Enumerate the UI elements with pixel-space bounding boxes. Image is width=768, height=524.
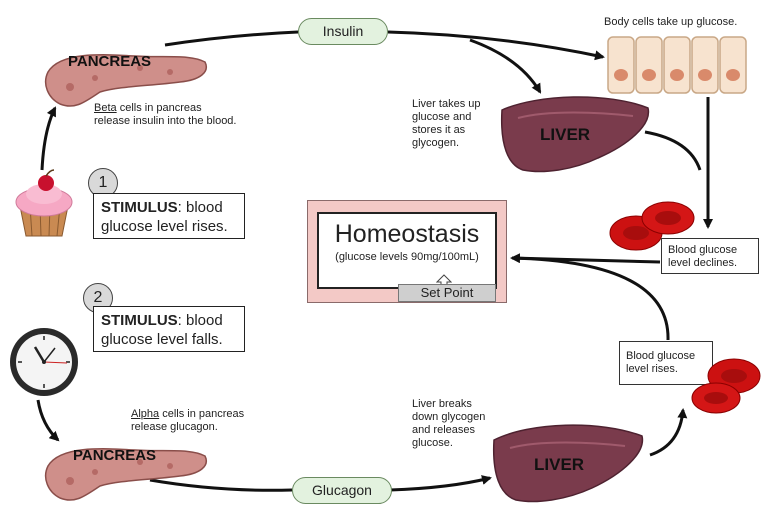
beta-cells-note: Beta cells in pancreas release insulin i… xyxy=(94,102,237,127)
arrow-liver-to-rises xyxy=(649,408,688,457)
arrow-rises-to-homeostasis xyxy=(511,256,670,341)
blood-glucose-rises-box: Blood glucose level rises. xyxy=(619,341,713,385)
liver-breaks-note: Liver breaks down glycogen and releases … xyxy=(412,398,486,449)
cupcake-icon xyxy=(15,169,73,237)
homeostasis-panel: Homeostasis (glucose levels 90mg/100mL) … xyxy=(307,200,507,303)
body-cells-icon xyxy=(607,36,747,94)
set-point-label: Set Point xyxy=(398,284,496,302)
blood-glucose-declines-box: Blood glucose level declines. xyxy=(661,238,759,274)
arrow-cupcake-to-pancreas xyxy=(40,106,57,171)
arrow-insulin-to-liver xyxy=(469,38,542,94)
liver-stores-note: Liver takes up glucose and stores it as … xyxy=(412,98,481,149)
pancreas-bottom-icon xyxy=(44,448,207,501)
body-cells-note: Body cells take up glucose. xyxy=(604,16,738,28)
insulin-label: Insulin xyxy=(298,18,388,45)
liver-top-icon xyxy=(500,96,650,173)
liver-top-label: LIVER xyxy=(540,125,591,144)
pancreas-bottom-label: PANCREAS xyxy=(73,447,157,464)
pancreas-top-label: PANCREAS xyxy=(68,53,152,70)
red-blood-cells-icon xyxy=(609,201,695,251)
liver-bottom-label: LIVER xyxy=(534,455,585,474)
liver-bottom-icon xyxy=(492,424,644,503)
glucagon-label: Glucagon xyxy=(292,477,392,504)
pancreas-top-icon xyxy=(44,54,207,107)
arrow-pancreas-to-insulin xyxy=(164,30,299,47)
clock-icon xyxy=(10,328,78,396)
arrow-pancreas-to-glucagon xyxy=(149,478,293,492)
alpha-cells-note: Alpha cells in pancreas release glucagon… xyxy=(131,408,245,433)
homeostasis-title: Homeostasis xyxy=(334,220,480,248)
arrow-insulin-to-bodycells xyxy=(387,30,605,61)
homeostasis-subtitle: (glucose levels 90mg/100mL) xyxy=(335,251,479,263)
arrow-clock-to-pancreas xyxy=(36,399,60,442)
arrow-liver-to-declines xyxy=(644,130,702,171)
arrow-glucagon-to-liver xyxy=(389,475,492,492)
red-blood-cells-lower-icon xyxy=(691,358,761,414)
